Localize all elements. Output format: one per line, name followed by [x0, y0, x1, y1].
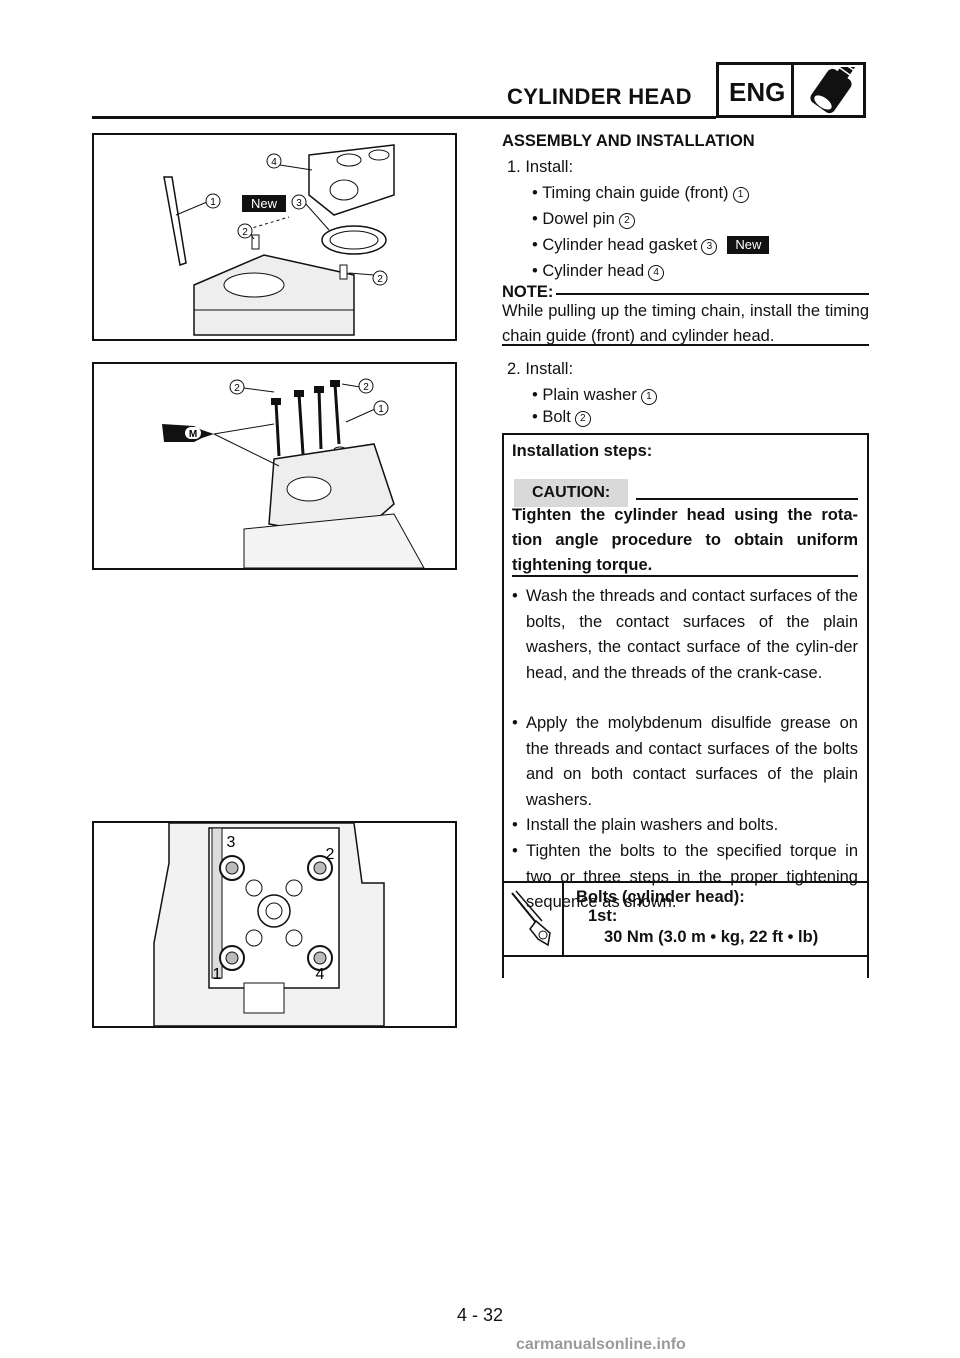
fig1-callout-4: 4: [271, 157, 277, 168]
eng-badge-label: ENG: [729, 77, 786, 107]
note-label: NOTE:: [502, 283, 554, 301]
torque-title: Bolts (cylinder head):: [576, 888, 745, 906]
install-bullet: •Wash the threads and contact surfaces o…: [512, 587, 858, 682]
installation-steps-box: Installation steps: CAUTION: Tighten the…: [502, 433, 869, 978]
figure-bolts-washers: M 2 2 1: [92, 362, 457, 570]
caution-label: CAUTION:: [514, 479, 629, 507]
fig2-callout-1: 1: [378, 404, 384, 415]
torque-value: 30 Nm (3.0 m • kg, 22 ft • lb): [604, 928, 819, 946]
eng-badge: ENG: [716, 62, 866, 118]
note-rule-bottom: [502, 344, 869, 346]
caution-rule: [636, 498, 858, 500]
fig2-callout-2b: 2: [363, 382, 369, 393]
step1-label: 1. Install:: [507, 158, 574, 176]
fig3-seq-4: 4: [316, 966, 325, 983]
install-bullet: •Install the plain washers and bolts.: [512, 816, 779, 834]
note-rule-top: [556, 293, 869, 295]
note-text: While pulling up the timing chain, insta…: [502, 302, 869, 345]
install-bullet: •Apply the molybdenum disulfide grease o…: [512, 714, 858, 809]
figure-cylinder-head-parts: 1 2 3 4 2 New: [92, 133, 457, 341]
fig1-callout-2b: 2: [377, 274, 383, 285]
caution-end-rule: [512, 575, 858, 577]
section-title: CYLINDER HEAD: [507, 84, 692, 109]
fig1-new-badge: New: [251, 196, 278, 211]
fig2-callout-2: 2: [234, 383, 240, 394]
torque-wrench-icon: [511, 890, 551, 947]
fig2-grease-m: M: [189, 429, 197, 440]
step1-item: • Timing chain guide (front)1: [532, 181, 749, 206]
step2-label: 2. Install:: [507, 360, 574, 378]
figure-tightening-sequence: 3 2 1 4: [92, 821, 457, 1028]
fig1-callout-3: 3: [296, 198, 302, 209]
tightening-sequence-illustration: 3 2 1 4: [153, 823, 385, 1026]
fig3-seq-1: 1: [213, 966, 222, 983]
caution-text: Tighten the cylinder head using the rota…: [512, 506, 858, 574]
fig3-seq-3: 3: [227, 834, 236, 851]
assembly-heading: ASSEMBLY AND INSTALLATION: [502, 132, 755, 150]
header-rule: [92, 116, 716, 119]
fig1-callout-1: 1: [210, 197, 216, 208]
installation-title: Installation steps:: [512, 442, 653, 460]
fig3-seq-2: 2: [326, 846, 335, 863]
engine-bolt-icon: [810, 67, 858, 114]
watermark: carmanualsonline.info: [516, 1336, 686, 1353]
fig1-callout-2: 2: [242, 227, 248, 238]
torque-step: 1st:: [588, 907, 618, 925]
new-badge: New: [727, 236, 770, 254]
page-number: 4 - 32: [456, 1305, 504, 1325]
cylinder-head-assembly-illustration: 1 2 3 4 2 New: [163, 144, 395, 336]
bolts-installation-illustration: M 2 2 1: [162, 378, 425, 568]
